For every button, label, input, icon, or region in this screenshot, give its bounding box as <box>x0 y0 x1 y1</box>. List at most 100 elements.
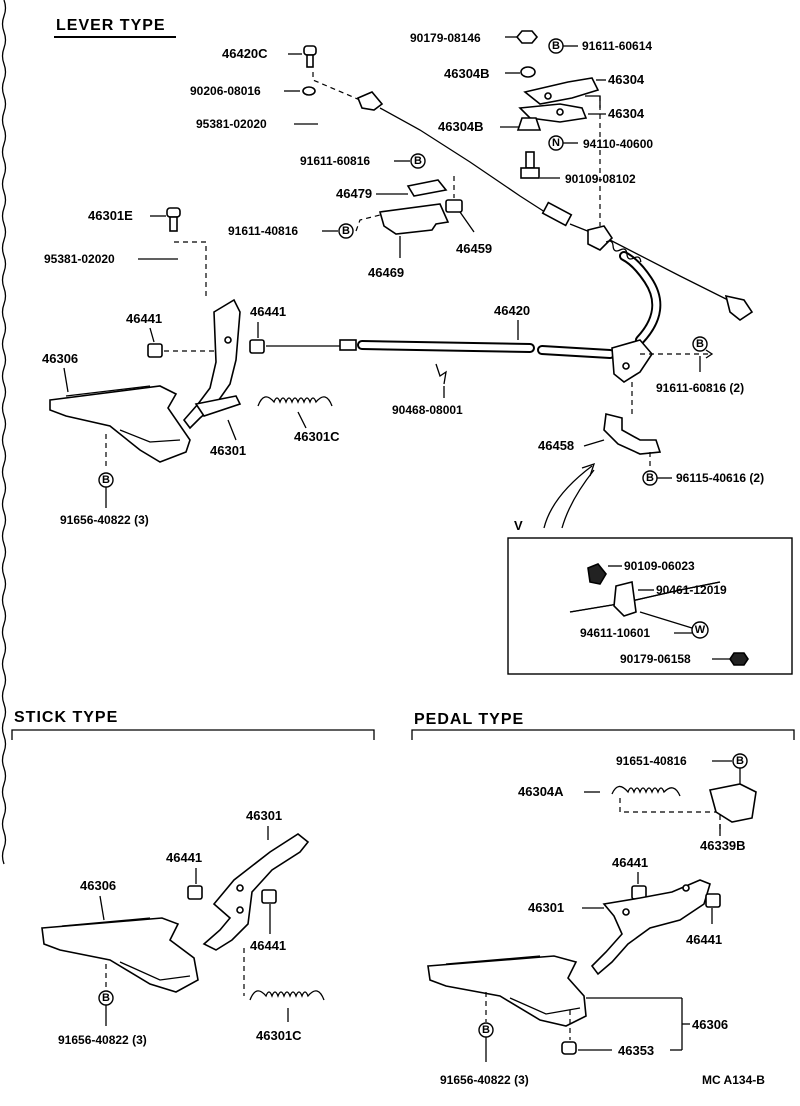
bolt-marker-icon <box>692 336 708 352</box>
view-arrow <box>543 465 593 529</box>
label-90461-12019: 90461-12019 <box>656 583 727 597</box>
section-bracket-pedal <box>411 729 795 740</box>
label-91611-60816-2: 91611-60816 (2) <box>656 381 744 395</box>
label-90179-06158: 90179-06158 <box>620 652 691 666</box>
equalizer-body <box>587 225 614 251</box>
label-91656-40822-lever: 91656-40822 (3) <box>60 513 149 527</box>
label-46420: 46420 <box>494 303 530 318</box>
label-91656-40822-stick: 91656-40822 (3) <box>58 1033 147 1047</box>
svg-text:B: B <box>102 992 110 1004</box>
svg-text:B: B <box>646 472 654 484</box>
label-91611-60816-top: 91611-60816 <box>300 154 370 168</box>
bushing-stick-left <box>187 885 203 900</box>
label-46459: 46459 <box>456 241 492 256</box>
svg-text:B: B <box>552 40 560 52</box>
label-46301-pedal: 46301 <box>528 900 564 915</box>
inset-box <box>507 537 793 675</box>
section-bracket-stick <box>11 729 375 740</box>
spring-46304A <box>611 785 681 797</box>
pin-icon <box>303 45 317 56</box>
inset-bolt <box>587 563 607 585</box>
bushing-46441-right <box>249 339 265 354</box>
lever-arm-46301 <box>182 298 241 430</box>
label-46441-stick-right: 46441 <box>250 938 286 953</box>
bushing-icon <box>520 66 536 78</box>
label-94110-40600: 94110-40600 <box>583 137 653 151</box>
bushing-stick-right <box>261 889 277 904</box>
label-46304B-top: 46304B <box>444 66 490 81</box>
pin-46301E-icon <box>166 207 181 218</box>
torn-edge <box>1 0 7 865</box>
svg-text:B: B <box>342 225 350 237</box>
clip-46459 <box>445 199 463 213</box>
cable-end-46420C <box>356 91 384 111</box>
cable-coil <box>605 240 642 263</box>
label-46304-upper: 46304 <box>608 72 645 87</box>
svg-text:B: B <box>414 155 422 167</box>
label-46479: 46479 <box>336 186 372 201</box>
bushing-46441-left <box>147 343 163 358</box>
label-90206-08016: 90206-08016 <box>190 84 261 98</box>
label-46441-right: 46441 <box>250 304 286 319</box>
label-96115-40616: 96115-40616 (2) <box>676 471 764 485</box>
bolt-marker-icon <box>410 153 426 169</box>
cable-end-right <box>724 294 754 321</box>
label-46304-lower: 46304 <box>608 106 645 121</box>
label-46301C-lever: 46301C <box>294 429 340 444</box>
label-46301-stick: 46301 <box>246 808 282 823</box>
svg-text:W: W <box>695 624 706 636</box>
section-title-lever: LEVER TYPE <box>56 17 166 34</box>
section-title-stick: STICK TYPE <box>14 709 118 726</box>
section-title-pedal: PEDAL TYPE <box>414 711 524 728</box>
svg-text:N: N <box>552 137 560 149</box>
label-46441-pedal-right: 46441 <box>686 932 722 947</box>
base-46306-stick <box>41 917 199 993</box>
label-46301: 46301 <box>210 443 246 458</box>
svg-text:B: B <box>482 1024 490 1036</box>
label-46304A: 46304A <box>518 784 564 799</box>
label-46301E: 46301E <box>88 208 133 223</box>
spring-46301C <box>257 396 333 407</box>
bracket-46469 <box>378 203 450 235</box>
bracket-46458 <box>603 413 662 455</box>
svg-text:B: B <box>102 474 110 486</box>
cable-line-upper <box>312 72 361 101</box>
inset-clamp <box>613 581 637 617</box>
label-46469: 46469 <box>368 265 404 280</box>
label-91611-60614: 91611-60614 <box>582 39 652 53</box>
washer-icon <box>302 86 316 96</box>
label-46353: 46353 <box>618 1043 654 1058</box>
svg-text:B: B <box>736 755 744 767</box>
view-label: V <box>514 518 523 533</box>
inset-nut-icon <box>729 652 749 666</box>
label-46441-pedal-top: 46441 <box>612 855 648 870</box>
catalog-code: MC A134-B <box>702 1073 765 1087</box>
label-90179-08146: 90179-08146 <box>410 31 481 45</box>
cable-bracket <box>611 339 654 383</box>
label-46306-stick: 46306 <box>80 878 116 893</box>
stopper-46353 <box>561 1041 577 1055</box>
bushing-pedal-right <box>705 893 721 908</box>
bracket-46339B <box>709 783 757 823</box>
base-46306 <box>49 385 191 463</box>
label-46458: 46458 <box>538 438 574 453</box>
equalizer-sleeve <box>541 201 573 227</box>
nut-icon <box>515 30 539 44</box>
label-95381-02020-top: 95381-02020 <box>196 117 267 131</box>
svg-text:B: B <box>696 338 704 350</box>
washer-marker-icon <box>691 621 709 639</box>
label-91651-40816: 91651-40816 <box>616 754 687 768</box>
label-46339B: 46339B <box>700 838 746 853</box>
label-46304B-lower: 46304B <box>438 119 484 134</box>
label-46441-stick-top: 46441 <box>166 850 202 865</box>
label-91611-40816: 91611-40816 <box>228 224 298 238</box>
lever-46301-pedal <box>590 879 711 976</box>
cable-fitting <box>339 339 357 351</box>
bolt-marker-icon <box>338 223 354 239</box>
label-90109-06023: 90109-06023 <box>624 559 695 573</box>
label-46420C: 46420C <box>222 46 268 61</box>
label-94611-10601: 94611-10601 <box>580 626 650 640</box>
bracket-46304-upper <box>523 77 600 105</box>
base-46306-pedal <box>427 955 587 1027</box>
